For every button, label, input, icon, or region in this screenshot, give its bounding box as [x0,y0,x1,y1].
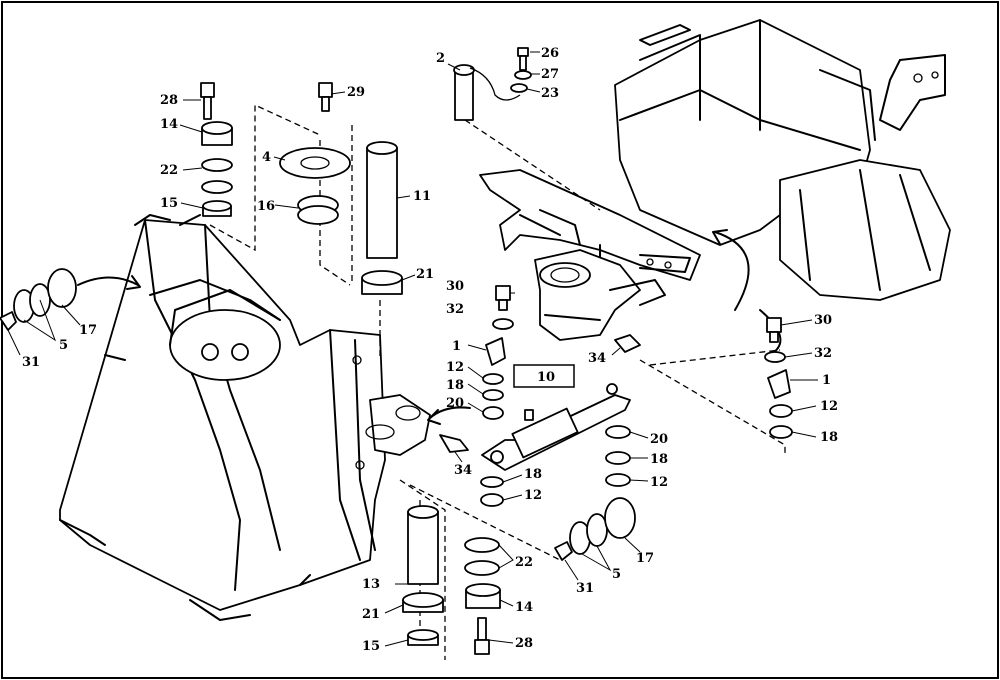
callout-11: 11 [413,189,431,204]
part-34-fitting-left [439,434,469,453]
part-18-ring-lower [480,476,504,488]
callout-1-right: 1 [822,373,831,388]
callout-21-bottom: 21 [362,607,380,622]
callout-32-right: 32 [814,346,832,361]
callout-15-bottom: 15 [362,639,380,654]
callout-34-left: 34 [454,463,472,478]
callout-18-right-stack: 18 [820,430,838,445]
callout-31: 31 [22,355,40,370]
callout-16: 16 [257,199,275,214]
callout-22: 22 [160,163,178,178]
part-14-bushing-top [201,121,233,146]
part-15-ring-top [202,200,232,217]
callout-labels: 2 26 27 23 28 14 22 15 29 4 16 11 21 17 … [22,46,838,654]
callout-28-bottom: 28 [515,636,533,651]
callout-15: 15 [160,196,178,211]
callout-12-right: 12 [650,475,668,490]
part-13-sleeve [407,505,439,585]
callout-26: 26 [541,46,559,61]
callout-4: 4 [262,150,271,165]
callout-28: 28 [160,93,178,108]
part-14-bushing-bottom [465,583,501,609]
part-26-bolt-small [517,47,529,71]
callout-12-lower: 12 [524,488,542,503]
part-5-washers-left [13,283,51,323]
callout-34: 34 [588,351,606,366]
part-12-ring-right [605,473,631,487]
part-17-pad-left [47,268,77,308]
callout-20: 20 [446,396,464,411]
loader-frame [59,214,431,621]
part-27-washer-small [514,70,532,80]
callout-30-right: 30 [814,313,832,328]
callout-23: 23 [541,86,559,101]
callout-2: 2 [436,51,445,66]
part-18-ring-right-stack [769,425,793,439]
part-30-bolt-centre [495,285,511,311]
callout-10: 10 [537,370,555,385]
part-2-pin [453,64,521,121]
callout-17-right: 17 [636,551,654,566]
part-18-ring-right [605,451,631,465]
part-11-pin [366,141,398,259]
callout-18-right: 18 [650,452,668,467]
part-28-bolt-top [200,82,215,120]
part-12-ring-right-stack [769,404,793,418]
callout-18: 18 [446,378,464,393]
part-31-nut-left [0,311,17,331]
alignment-lines [209,103,786,660]
callout-leaders-right [384,292,818,647]
part-12-ring-centre [482,373,504,385]
callout-leaders [7,51,541,356]
callout-12-right-stack: 12 [820,399,838,414]
part-12-ring-lower [480,493,504,507]
callout-10-box: 10 [513,364,575,388]
part-32-washer-centre [492,318,514,330]
part-31-nut-right [554,541,573,561]
callout-18-lower: 18 [524,467,542,482]
part-32-washer-right [764,351,786,363]
part-4-plate [279,147,351,179]
part-17-pad-right [604,497,636,539]
part-20-ring-right [605,425,631,439]
callout-14: 14 [160,117,178,132]
part-29-bolt [318,82,333,112]
callout-31-right: 31 [576,581,594,596]
part-5-washers-right [569,513,608,555]
callout-5: 5 [59,338,68,353]
part-1-bracket-right [767,369,791,399]
callout-27: 27 [541,67,559,82]
callout-17: 17 [79,323,97,338]
part-18-ring-centre [482,389,504,401]
part-21-bearing-bottom [402,592,444,613]
callout-5-right: 5 [612,567,621,582]
rear-frame [614,19,951,301]
part-16-bearings [297,195,339,225]
callout-12: 12 [446,360,464,375]
part-30-bolt-right [766,317,782,343]
callout-30: 30 [446,279,464,294]
callout-20-right: 20 [650,432,668,447]
part-22-seals-bottom [464,537,500,576]
callout-29: 29 [347,85,365,100]
part-1-bracket-centre [485,337,506,366]
callout-32: 32 [446,302,464,317]
callout-1: 1 [452,339,461,354]
part-28-bolt-bottom [474,617,490,655]
part-34-fitting-centre [614,334,641,353]
callout-14-bottom: 14 [515,600,533,615]
part-22-seals-top [201,158,233,194]
part-21-bearing-top [361,270,403,295]
callout-22-bottom: 22 [515,555,533,570]
part-15-ring-bottom [407,629,439,646]
callout-13: 13 [362,577,380,592]
front-frame-bracket [479,169,701,341]
part-10-cylinder [481,383,631,471]
part-20-ring-centre [482,406,504,420]
callout-21: 21 [416,267,434,282]
part-23-clip [510,83,528,93]
